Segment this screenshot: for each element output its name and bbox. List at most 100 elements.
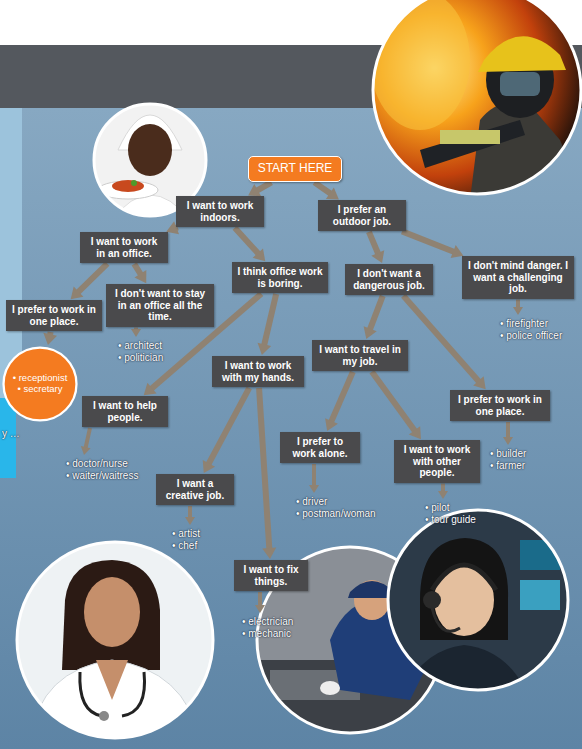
node-text: I prefer to work in one place. (11, 304, 97, 327)
decision-box: I think office work is boring. (232, 262, 328, 293)
decision-box: I don't want to stay in an office all th… (106, 284, 214, 327)
arrow-head (473, 376, 486, 389)
decision-box: I prefer to work alone. (280, 432, 360, 463)
leader-arrow (185, 506, 195, 525)
doctor-photo (15, 540, 215, 740)
node-text: I want a creative job. (161, 478, 229, 501)
node-text: I want to work with other people. (399, 444, 475, 479)
blue-ground (0, 108, 582, 749)
arrow-head (81, 446, 91, 455)
connector-line (506, 422, 510, 439)
connector-line (259, 388, 269, 550)
job-label: • electrician (242, 616, 293, 628)
flow-arrow (248, 182, 271, 196)
firefighter-photo (370, 0, 582, 200)
decision-box: I prefer to work in one place. (450, 390, 550, 421)
node-text: I don't mind danger. I want a challengin… (467, 260, 569, 295)
flow-arrow (235, 228, 265, 262)
arrow-head (203, 460, 215, 473)
node-text: I want to fix things. (239, 564, 303, 587)
flow-arrow (259, 388, 276, 559)
flow-arrow (369, 232, 384, 263)
arrow-head (71, 287, 84, 300)
leader-arrow (513, 300, 523, 316)
arrow-head (131, 329, 141, 337)
decision-box: I don't mind danger. I want a challengin… (462, 256, 574, 299)
decision-box: I prefer an outdoor job. (318, 200, 406, 231)
decision-box: I want to help people. (82, 396, 168, 427)
connector-line (77, 264, 107, 293)
flow-arrow (364, 296, 383, 339)
leader-arrow (438, 484, 448, 500)
decision-box: I don't want a dangerous job. (345, 264, 433, 295)
connector-line (134, 264, 141, 276)
connector-line (258, 592, 262, 607)
arrow-head (258, 343, 272, 355)
node-text: I prefer to work alone. (285, 436, 355, 459)
job-label: • driver (296, 496, 327, 508)
job-label: • waiter/waitress (66, 470, 138, 482)
flow-arrow (203, 388, 250, 473)
job-label: • pilot (425, 502, 450, 514)
flow-arrow (43, 332, 57, 345)
node-text: I think office work is boring. (237, 266, 323, 289)
flow-arrow (134, 264, 146, 283)
job-label: • doctor/nurse (66, 458, 128, 470)
job-label: • police officer (500, 330, 562, 342)
leader-arrow (255, 592, 265, 613)
arrow-head (134, 270, 146, 283)
arrow-head (185, 517, 195, 525)
arrow-head (309, 485, 319, 493)
arrow-head (326, 187, 339, 199)
pilot-photo (386, 508, 570, 700)
job-label: • builder (490, 448, 526, 460)
flow-arrow (372, 372, 421, 439)
node-text: I prefer an outdoor job. (323, 204, 401, 227)
leader-arrow (131, 328, 141, 338)
node-text: I want to help people. (87, 400, 163, 423)
connector-line (85, 428, 90, 449)
arrow-head (371, 250, 384, 263)
arrow-head (438, 491, 448, 499)
decision-box: I want to work with other people. (394, 440, 480, 483)
connector-line (312, 464, 316, 487)
flow-arrow (325, 372, 353, 431)
flow-arrow (403, 296, 485, 389)
node-text: I want to work in an office. (85, 236, 163, 259)
leader-arrow (309, 464, 319, 493)
flow-arrow (314, 182, 339, 199)
result-circle: • receptionist• secretary (2, 346, 78, 422)
connector-line (403, 296, 479, 383)
connector-line (256, 182, 271, 191)
node-text: I want to work with my hands. (217, 360, 299, 383)
decision-box: I want to work in an office. (80, 232, 168, 263)
node-text: • secretary (17, 384, 62, 395)
decision-box: I prefer to work in one place. (6, 300, 102, 331)
arrow-head (513, 307, 523, 315)
decision-box: I want to travel in my job. (312, 340, 408, 371)
job-label: • tour guide (425, 514, 476, 526)
arrow-head (325, 418, 338, 431)
connector-line (369, 296, 382, 331)
job-label: • farmer (490, 460, 525, 472)
connector-line (314, 182, 331, 194)
connector-line (331, 372, 353, 423)
connector-line (264, 294, 276, 346)
job-label: y … (2, 428, 20, 440)
job-label: • artist (172, 528, 200, 540)
job-label: • mechanic (242, 628, 291, 640)
job-label: • chef (172, 540, 197, 552)
flow-arrow (402, 231, 463, 258)
arrow-head (503, 437, 513, 445)
start-box: START HERE (248, 156, 342, 182)
circle-shape (4, 348, 77, 421)
job-label: • postman/woman (296, 508, 376, 520)
connector-line (235, 228, 259, 255)
arrow-head (364, 326, 377, 339)
node-text: START HERE (255, 162, 335, 176)
connector-line (208, 388, 249, 465)
job-label: • politician (118, 352, 163, 364)
arrow-head (248, 184, 261, 196)
